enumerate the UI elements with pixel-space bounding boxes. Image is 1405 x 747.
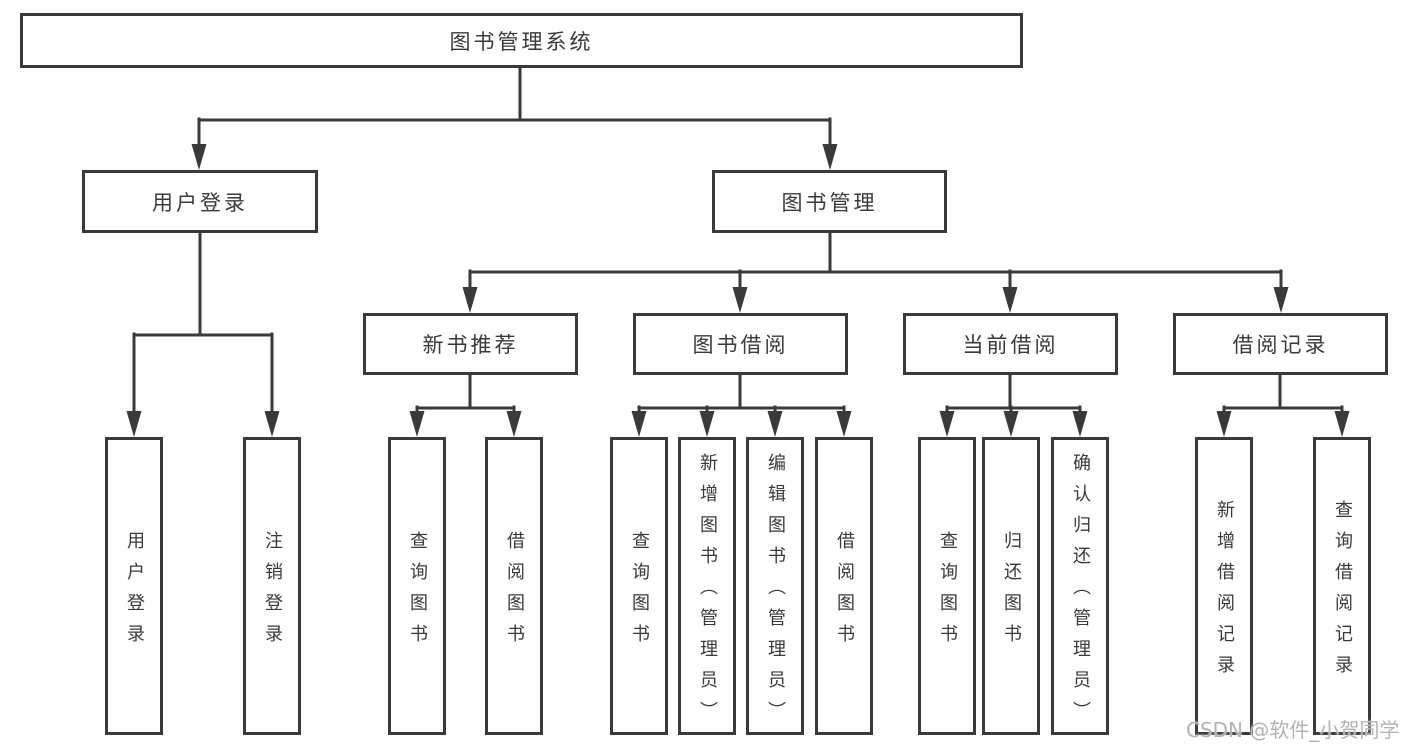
leaf-add-borrow-record: 新增借阅记录 <box>1195 437 1253 735</box>
node-user-login: 用户登录 <box>82 170 318 233</box>
node-label: 新书推荐 <box>422 333 519 357</box>
leaf-logout: 注销登录 <box>243 437 301 735</box>
leaf-query-books: 查询图书 <box>388 437 446 735</box>
leaf-label: 借阅图书 <box>504 530 525 655</box>
node-label: 当前借阅 <box>962 333 1059 357</box>
node-book-management: 图书管理 <box>712 170 947 233</box>
csdn-watermark: CSDN @软件_小贺同学 <box>1186 718 1400 742</box>
arrowhead-icons <box>126 144 1350 437</box>
leaf-label: 编辑图书（管理员） <box>765 453 786 732</box>
node-book-borrowing: 图书借阅 <box>633 313 848 375</box>
leaf-label: 归还图书 <box>1001 530 1022 655</box>
leaf-label: 注销登录 <box>262 530 283 655</box>
node-label: 图书管理系统 <box>449 29 594 54</box>
leaf-edit-book-admin: 编辑图书（管理员） <box>746 437 804 735</box>
leaf-label: 查询图书 <box>937 530 958 655</box>
node-label: 用户登录 <box>152 190 248 215</box>
leaf-label: 查询借阅记录 <box>1332 499 1353 686</box>
leaf-label: 新增图书（管理员） <box>697 453 718 732</box>
leaf-label: 查询图书 <box>407 530 428 655</box>
node-library-system: 图书管理系统 <box>20 13 1023 68</box>
node-new-book-recommend: 新书推荐 <box>363 313 578 375</box>
leaf-label: 用户登录 <box>124 530 145 655</box>
node-current-borrowing: 当前借阅 <box>903 313 1118 375</box>
leaf-query-books-current: 查询图书 <box>918 437 976 735</box>
leaf-query-borrow-record: 查询借阅记录 <box>1313 437 1371 735</box>
leaf-borrow-books-borrowing: 借阅图书 <box>815 437 873 735</box>
leaf-label: 借阅图书 <box>834 530 855 655</box>
leaf-label: 查询图书 <box>629 530 650 655</box>
leaf-label: 新增借阅记录 <box>1214 499 1235 686</box>
node-borrow-records: 借阅记录 <box>1173 313 1388 375</box>
leaf-query-books-borrowing: 查询图书 <box>610 437 668 735</box>
leaf-add-book-admin: 新增图书（管理员） <box>678 437 736 735</box>
node-label: 图书借阅 <box>692 333 789 357</box>
leaf-confirm-return-admin: 确认归还（管理员） <box>1051 437 1109 735</box>
node-label: 借阅记录 <box>1232 333 1329 357</box>
leaf-borrow-books: 借阅图书 <box>485 437 543 735</box>
node-label: 图书管理 <box>781 190 878 215</box>
leaf-return-books: 归还图书 <box>982 437 1040 735</box>
leaf-label: 确认归还（管理员） <box>1070 453 1091 732</box>
leaf-user-login: 用户登录 <box>105 437 163 735</box>
